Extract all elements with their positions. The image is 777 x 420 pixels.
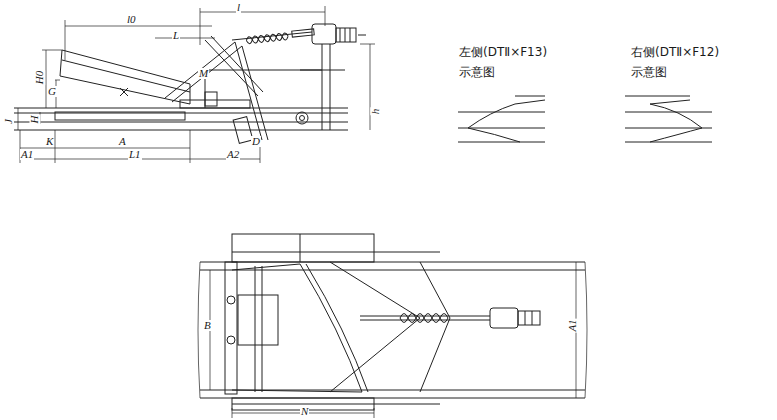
dimension-label: A1 (567, 318, 578, 332)
dimension-label: A2 (226, 149, 240, 160)
dimension-label: A (118, 136, 127, 147)
dimension-label: l0 (126, 14, 137, 25)
view-caption: 左侧(DTⅡ×F13) (458, 46, 548, 58)
dimension-label: H (29, 115, 40, 125)
dimension-label: M (198, 68, 209, 79)
dimension-label: l (236, 2, 241, 13)
dimension-label: G (47, 86, 57, 97)
plan-view (198, 234, 587, 418)
right-side-schematic (625, 96, 712, 142)
actuator-motor (312, 24, 366, 44)
dimension-label: B (203, 320, 212, 331)
spring-rod (232, 29, 314, 44)
view-caption: 示意图 (458, 66, 496, 78)
dimension-label: L1 (128, 149, 142, 160)
dimension-label: K (45, 136, 54, 147)
dimension-lines (18, 6, 375, 163)
dimension-label: A1 (20, 149, 34, 160)
left-side-schematic (458, 96, 545, 142)
dimension-label: J (3, 118, 14, 125)
elevation-view (14, 6, 375, 163)
view-caption: 右侧(DTⅡ×F12) (630, 46, 720, 58)
dimension-label: D (251, 136, 261, 147)
view-caption: 示意图 (630, 66, 668, 78)
dimension-label: H0 (34, 70, 45, 85)
dimension-label: L (172, 30, 180, 41)
dimension-label: h (370, 108, 381, 116)
dimension-label: N (300, 406, 309, 417)
